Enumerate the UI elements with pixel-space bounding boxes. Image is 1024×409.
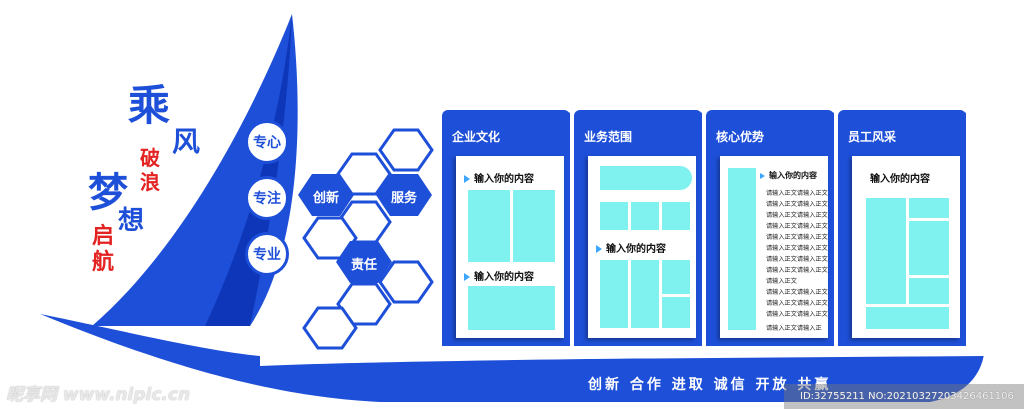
hex-filled <box>298 174 432 283</box>
slogan-char-4: 想 <box>118 206 145 236</box>
hex-label-innovation: 创新 <box>312 191 339 206</box>
image-placeholder <box>909 198 949 218</box>
panel-heading: 输入你的内容 <box>464 170 534 185</box>
text-line: 请输入正文请输入正文 <box>766 245 828 252</box>
panel-title: 业务范围 <box>584 130 633 144</box>
text-line: 请输入正文请输入正文 <box>766 256 828 263</box>
panel-sheet: 输入你的内容 请输入正文请输入正文 请输入正文请输入正文 请输入正文请输入正文 … <box>720 156 828 338</box>
watermark-left: 昵享网 www.nipic.cn <box>6 385 191 405</box>
text-line: 请输入正文请输入正文 <box>766 212 828 219</box>
panel-heading: 输入你的内容 <box>760 170 817 181</box>
arrow-icon <box>464 273 470 281</box>
slogan-char-2: 风 <box>172 125 201 158</box>
text-line: 请输入正文请输入正文 <box>766 267 828 274</box>
panel-heading: 输入你的内容 <box>596 240 666 255</box>
image-placeholder <box>866 198 906 304</box>
text-line: 请输入正文请输入正文 <box>766 190 828 197</box>
text-line: 请输入正文请输入正 <box>766 325 822 332</box>
panel-title: 员工风采 <box>848 130 897 144</box>
arrow-icon <box>760 172 765 179</box>
badge-professional: 专业 <box>245 232 289 276</box>
panel-sheet: 输入你的内容 输入你的内容 <box>456 156 564 338</box>
core-values-banner: 创新 合作 进取 诚信 开放 共赢 <box>588 377 832 393</box>
slogan-accent-2: 启航 <box>92 224 115 275</box>
badge-focus: 专注 <box>245 176 289 220</box>
image-placeholder <box>866 307 949 329</box>
text-line: 请输入正文 <box>766 278 797 285</box>
text-line: 请输入正文请输入正文 <box>766 311 828 318</box>
image-placeholder <box>728 168 756 330</box>
image-placeholder <box>468 286 555 330</box>
image-placeholder <box>631 202 659 230</box>
text-line: 请输入正文请输入正文 <box>766 201 828 208</box>
panel-heading: 输入你的内容 <box>870 174 930 185</box>
image-placeholder <box>600 166 692 190</box>
panel-sheet: 输入你的内容 <box>852 156 960 338</box>
text-line: 请输入正文请输入正文 <box>766 300 828 307</box>
image-placeholder <box>600 202 628 230</box>
panel-business-scope: 业务范围 输入你的内容 <box>574 110 702 346</box>
panel-core-advantages: 核心优势 输入你的内容 请输入正文请输入正文 请输入正文请输入正文 请输入正文请… <box>706 110 834 346</box>
body-text-list: 请输入正文请输入正文 请输入正文请输入正文 请输入正文请输入正文 请输入正文请输… <box>766 188 828 334</box>
panel-title: 核心优势 <box>716 130 765 144</box>
image-placeholder <box>909 221 949 275</box>
slogan-char-1: 乘 <box>128 81 171 130</box>
ship-hull <box>40 314 984 402</box>
image-placeholder <box>662 202 690 230</box>
panel-staff-showcase: 员工风采 输入你的内容 <box>838 110 966 346</box>
panel-sheet: 输入你的内容 <box>588 156 696 338</box>
hex-label-responsibility: 责任 <box>350 258 377 273</box>
image-placeholder <box>468 190 510 262</box>
image-placeholder <box>662 260 690 294</box>
text-line: 请输入正文请输入正文 <box>766 223 828 230</box>
hex-label-service: 服务 <box>390 191 417 206</box>
hex-outlines <box>302 128 434 350</box>
slogan-char-3: 梦 <box>88 169 128 216</box>
image-placeholder <box>662 297 690 328</box>
image-placeholder <box>909 278 949 304</box>
image-placeholder <box>631 260 659 328</box>
text-line: 请输入正文请输入正文 <box>766 289 828 296</box>
arrow-icon <box>464 175 470 183</box>
watermark-right: ID:32755211 NO:20210327203426461106 <box>800 391 1014 402</box>
panel-heading: 输入你的内容 <box>464 268 534 283</box>
watermark-strip <box>784 384 1024 409</box>
slogan-accent-1: 破浪 <box>140 146 160 194</box>
hull-stripe <box>270 350 984 362</box>
image-placeholder <box>600 260 628 328</box>
text-line: 请输入正文请输入正文 <box>766 234 828 241</box>
panel-title: 企业文化 <box>452 130 501 144</box>
badge-focus-mind: 专心 <box>245 120 289 164</box>
image-placeholder <box>513 190 555 262</box>
panel-corporate-culture: 企业文化 输入你的内容 输入你的内容 <box>442 110 570 346</box>
arrow-icon <box>596 245 602 253</box>
